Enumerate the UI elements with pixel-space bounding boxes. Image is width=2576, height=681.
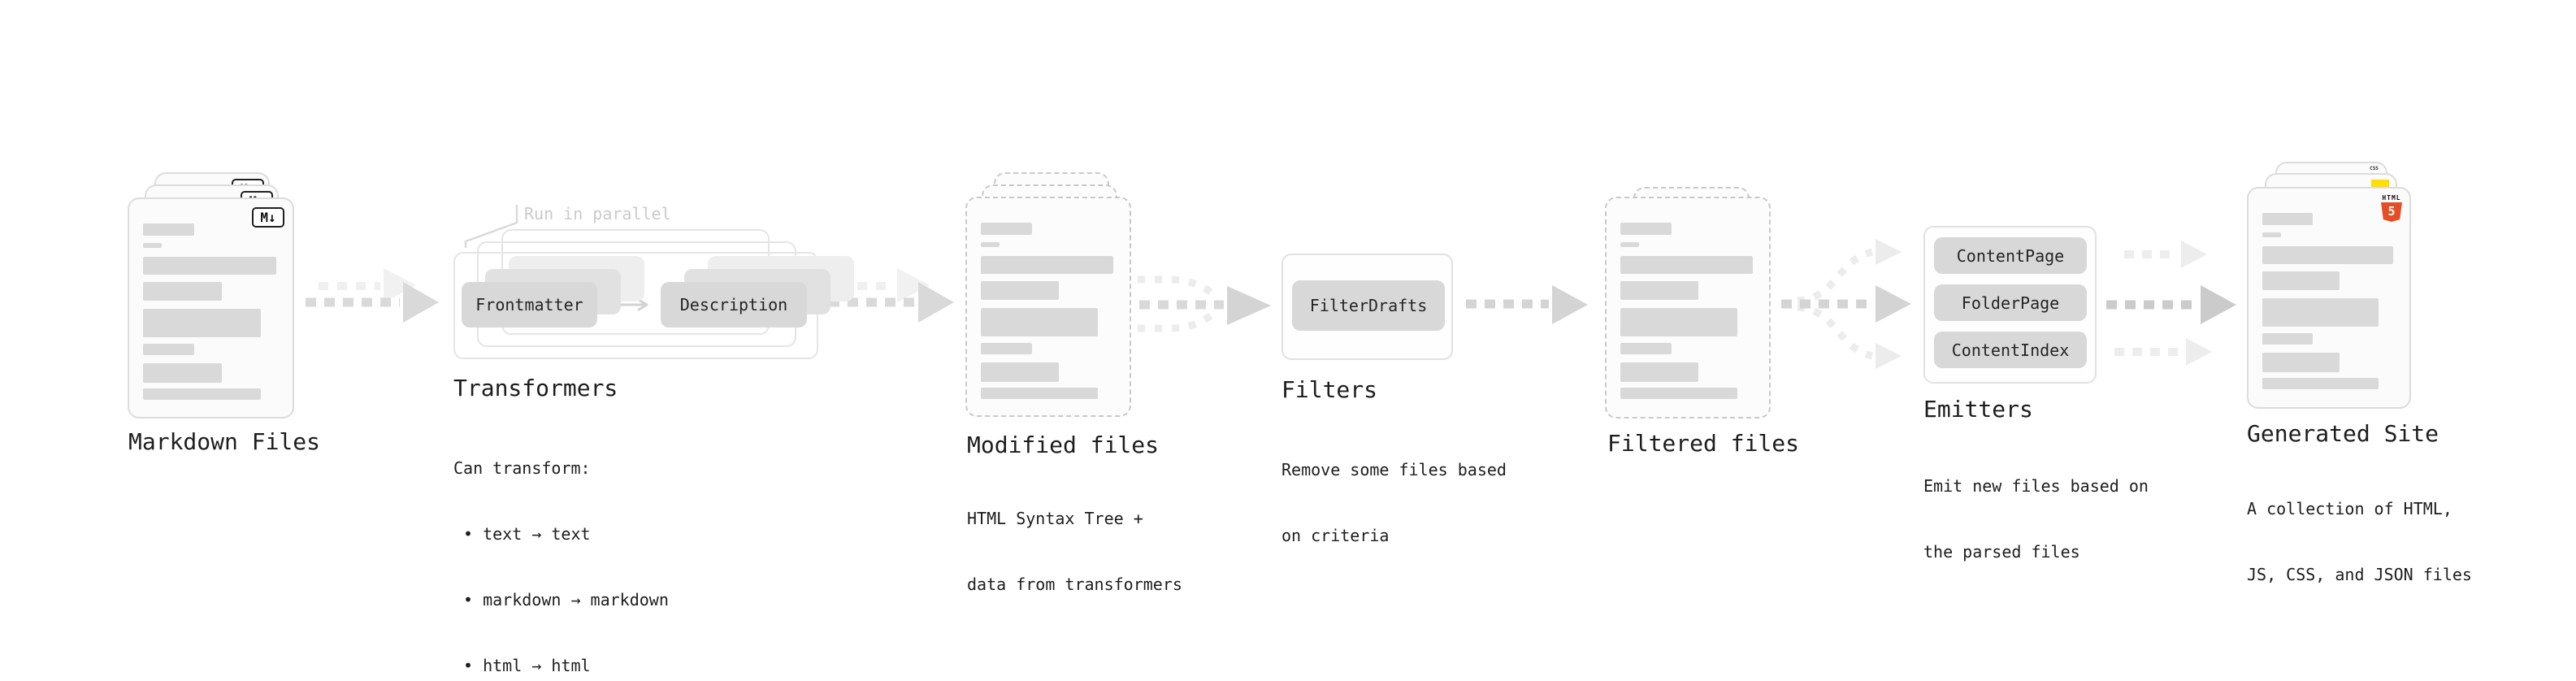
emitters-description: Emit new files based on the parsed files <box>1923 432 2149 607</box>
generated-site-desc-line: A collection of HTML, <box>2247 499 2452 518</box>
markdown-files-label: Markdown Files <box>128 428 321 455</box>
skeleton-bar <box>143 282 222 301</box>
generated-site-desc-line: JS, CSS, and JSON files <box>2247 565 2472 584</box>
skeleton-bar <box>1620 343 1672 354</box>
skeleton-bar <box>2262 298 2379 327</box>
markdown-icon: M↓ <box>252 207 284 228</box>
css-icon: CSS <box>2367 166 2381 171</box>
generated-site-label: Generated Site <box>2247 420 2439 447</box>
document-skeleton <box>143 223 279 400</box>
document-skeleton <box>981 223 1116 399</box>
skeleton-bar <box>2262 333 2314 345</box>
skeleton-bar <box>981 362 1060 382</box>
skeleton-bar <box>981 343 1033 354</box>
contentindex-pill: ContentIndex <box>1934 332 2087 368</box>
transformers-bullet: • html → html <box>463 656 591 675</box>
emitters-desc-line: the parsed files <box>1923 542 2080 562</box>
site-file-card-html: HTML 5 <box>2247 187 2411 409</box>
filters-label: Filters <box>1281 376 1378 403</box>
skeleton-bar <box>2262 353 2340 372</box>
arrow-modified-to-filters-merge <box>1138 275 1271 332</box>
document-skeleton <box>1620 223 1755 399</box>
skeleton-bar <box>143 243 163 248</box>
js-icon <box>2371 180 2389 189</box>
modified-file-card-front <box>965 197 1131 417</box>
filters-desc-line: Remove some files based <box>1281 460 1507 479</box>
skeleton-bar <box>981 308 1099 336</box>
skeleton-bar <box>2262 378 2379 389</box>
generated-site-description: A collection of HTML, JS, CSS, and JSON … <box>2247 454 2472 630</box>
markdown-file-card-front: M↓ <box>128 197 294 419</box>
css-icon-text: CSS <box>2370 166 2379 171</box>
run-in-parallel-callout-line <box>464 205 518 248</box>
skeleton-bar <box>1620 242 1640 247</box>
arrow-markdown-to-transformers <box>306 268 439 323</box>
transformers-description: Can transform: • text → text • markdown … <box>453 414 669 681</box>
skeleton-bar <box>981 388 1099 399</box>
skeleton-bar <box>981 256 1113 274</box>
skeleton-bar <box>1620 281 1699 300</box>
skeleton-bar <box>143 257 276 275</box>
skeleton-bar <box>143 363 222 383</box>
skeleton-bar <box>981 242 1000 247</box>
filters-desc-line: on criteria <box>1281 526 1390 545</box>
emitters-desc-line: Emit new files based on <box>1923 476 2149 496</box>
skeleton-bar <box>143 223 195 236</box>
html5-icon: HTML 5 <box>2379 194 2404 222</box>
filters-description: Remove some files based on criteria <box>1281 415 1507 591</box>
emitters-label: Emitters <box>1923 396 2033 423</box>
contentpage-pill: ContentPage <box>1934 237 2087 274</box>
modified-files-label: Modified files <box>967 432 1160 458</box>
html5-icon-word: HTML <box>2382 194 2401 202</box>
filterdrafts-pill: FilterDrafts <box>1292 280 1445 331</box>
skeleton-bar <box>2262 213 2314 225</box>
skeleton-bar <box>1620 388 1738 399</box>
document-skeleton <box>2262 213 2396 389</box>
skeleton-bar <box>143 309 262 337</box>
filtered-files-label: Filtered files <box>1607 430 1800 457</box>
arrow-filters-to-filtered <box>1466 285 1588 324</box>
arrow-transformers-to-modified <box>829 268 954 323</box>
modified-files-description: HTML Syntax Tree + data from transformer… <box>967 464 1182 640</box>
skeleton-bar <box>1620 308 1738 336</box>
skeleton-bar <box>143 388 262 400</box>
frontmatter-pill: Frontmatter <box>462 282 597 327</box>
folderpage-pill: FolderPage <box>1934 284 2087 321</box>
filtered-file-card-front <box>1605 197 1771 419</box>
skeleton-bar <box>2262 232 2281 237</box>
skeleton-bar <box>981 281 1060 300</box>
run-in-parallel-annotation: Run in parallel <box>524 204 671 223</box>
skeleton-bar <box>981 223 1033 235</box>
transformers-label: Transformers <box>453 375 618 401</box>
transformers-desc-title: Can transform: <box>453 458 591 478</box>
skeleton-bar <box>143 344 195 355</box>
transformers-bullet: • text → text <box>463 524 591 544</box>
modified-files-desc-line: data from transformers <box>967 575 1182 594</box>
arrow-filtered-to-emitters-branch <box>1781 239 1911 369</box>
skeleton-bar <box>1620 362 1699 382</box>
modified-files-desc-line: HTML Syntax Tree + <box>967 509 1143 528</box>
skeleton-bar <box>2262 246 2393 264</box>
skeleton-bar <box>1620 223 1672 235</box>
skeleton-bar <box>1620 256 1753 274</box>
description-pill: Description <box>661 282 807 327</box>
html5-icon-shield: 5 <box>2381 202 2402 222</box>
transformers-bullet: • markdown → markdown <box>463 590 669 609</box>
skeleton-bar <box>2262 271 2340 290</box>
arrows-emitters-to-site <box>2106 241 2236 366</box>
